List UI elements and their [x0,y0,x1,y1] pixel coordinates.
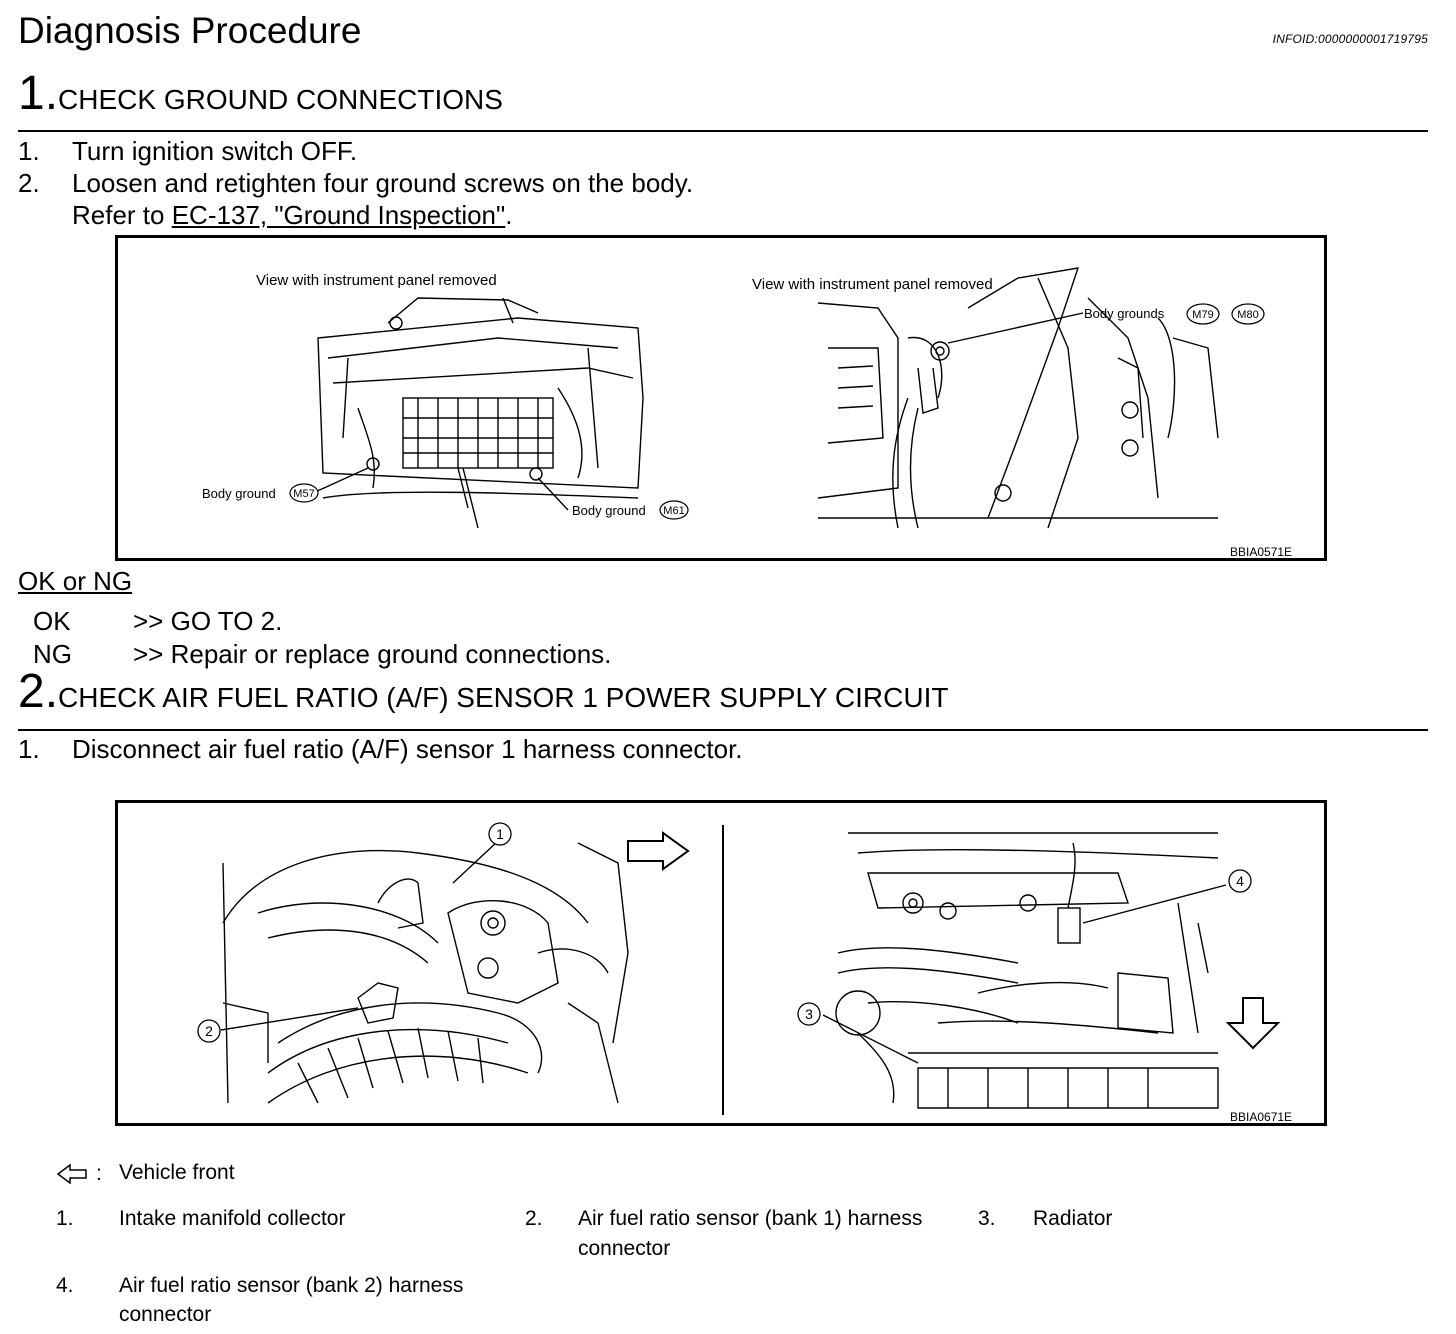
page-title: Diagnosis Procedure [18,10,362,51]
callout-1-circle [488,822,512,846]
ground-connections-figure: View with instrument panel removed View … [115,235,1327,561]
step1-item-1: 1. Turn ignition switch OFF. [18,136,357,167]
result-ng-key: NG [33,639,72,669]
m79-code: M79 [1192,309,1213,321]
m80-badge [1231,303,1265,325]
right-view-caption: View with instrument panel removed [752,276,993,293]
step2-heading: 2.CHECK AIR FUEL RATIO (A/F) SENSOR 1 PO… [18,664,948,719]
af-sensor-connector-figure: 1 2 3 4 BBIA0671E [115,800,1327,1126]
step1-item-1-text: Turn ignition switch OFF. [72,136,358,166]
body-ground-m57-label: Body ground [202,486,276,501]
callout-4-circle [1228,869,1252,893]
step1-item-2-text: Loosen and retighten four ground screws … [72,168,694,198]
step2-item-1-text: Disconnect air fuel ratio (A/F) sensor 1… [72,734,743,764]
result-ok-key: OK [33,606,71,636]
step2-item-1: 1. Disconnect air fuel ratio (A/F) sensor… [18,734,743,765]
step2-number: 2. [18,665,59,718]
callout-3: 3 [805,1006,813,1022]
body-ground-m61-label: Body ground [572,503,646,518]
m61-badge [659,500,689,520]
callout-1: 1 [496,826,504,842]
step1-item-2-number: 2. [18,168,40,198]
legend-1-text: Intake manifold collector [119,1207,346,1230]
callout-2: 2 [205,1023,213,1039]
vehicle-front-legend: : [56,1162,102,1186]
step2-item-1-number: 1. [18,734,40,764]
step1-number: 1. [18,67,59,120]
m80-code: M80 [1237,309,1258,321]
result-ng: NG >> Repair or replace ground connection… [33,639,611,670]
m61-code: M61 [663,505,684,517]
info-id: INFOID:0000000001719795 [1272,32,1428,46]
step1-item-2: 2. Loosen and retighten four ground screw… [18,168,693,199]
step1-heading: 1.CHECK GROUND CONNECTIONS [18,66,503,121]
legend-4-text-line2: connector [119,1303,212,1326]
m57-code: M57 [293,488,314,500]
callout-3-circle [797,1002,821,1026]
m79-badge [1186,303,1220,325]
vehicle-front-colon: : [96,1162,102,1185]
legend-2-text-line1: Air fuel ratio sensor (bank 1) harness [578,1207,923,1230]
vehicle-front-arrow-icon [56,1163,87,1185]
callout-2-circle [197,1019,221,1043]
step2-heading-text: CHECK AIR FUEL RATIO (A/F) SENSOR 1 POWE… [58,682,949,713]
legend-2-text-line2: connector [578,1237,671,1260]
af-sensor-illustration: 1 2 3 4 BBIA0671E [197,822,1292,1124]
step2-divider [18,729,1428,731]
legend-4-number: 4. [56,1274,74,1297]
vehicle-front-text: Vehicle front [119,1161,235,1184]
step1-item-1-number: 1. [18,136,40,166]
ok-or-ng-heading: OK or NG [18,566,133,596]
body-grounds-label: Body grounds [1084,306,1165,321]
result-ok-action: >> GO TO 2. [133,606,283,636]
step1-heading-text: CHECK GROUND CONNECTIONS [58,84,503,115]
refer-prefix: Refer to [72,200,172,230]
legend-3-text: Radiator [1033,1207,1113,1230]
figure1-id: BBIA0571E [1230,545,1292,559]
left-view-caption: View with instrument panel removed [256,272,497,289]
legend-4-text-line1: Air fuel ratio sensor (bank 2) harness [119,1274,464,1297]
legend-2-number: 2. [525,1207,543,1230]
callout-4: 4 [1236,873,1244,889]
result-ok: OK >> GO TO 2. [33,606,282,637]
ground-inspection-link[interactable]: EC-137, "Ground Inspection" [171,200,506,230]
legend-1-number: 1. [56,1207,74,1230]
refer-suffix: . [505,200,513,230]
legend-3-number: 3. [978,1207,996,1230]
figure2-id: BBIA0671E [1230,1110,1292,1124]
step1-divider [18,130,1428,132]
step1-refer-line: Refer to EC-137, "Ground Inspection". [72,200,512,231]
m57-badge [289,483,319,503]
ground-connections-illustration: View with instrument panel removed View … [202,267,1292,559]
result-ng-action: >> Repair or replace ground connections. [133,639,612,669]
